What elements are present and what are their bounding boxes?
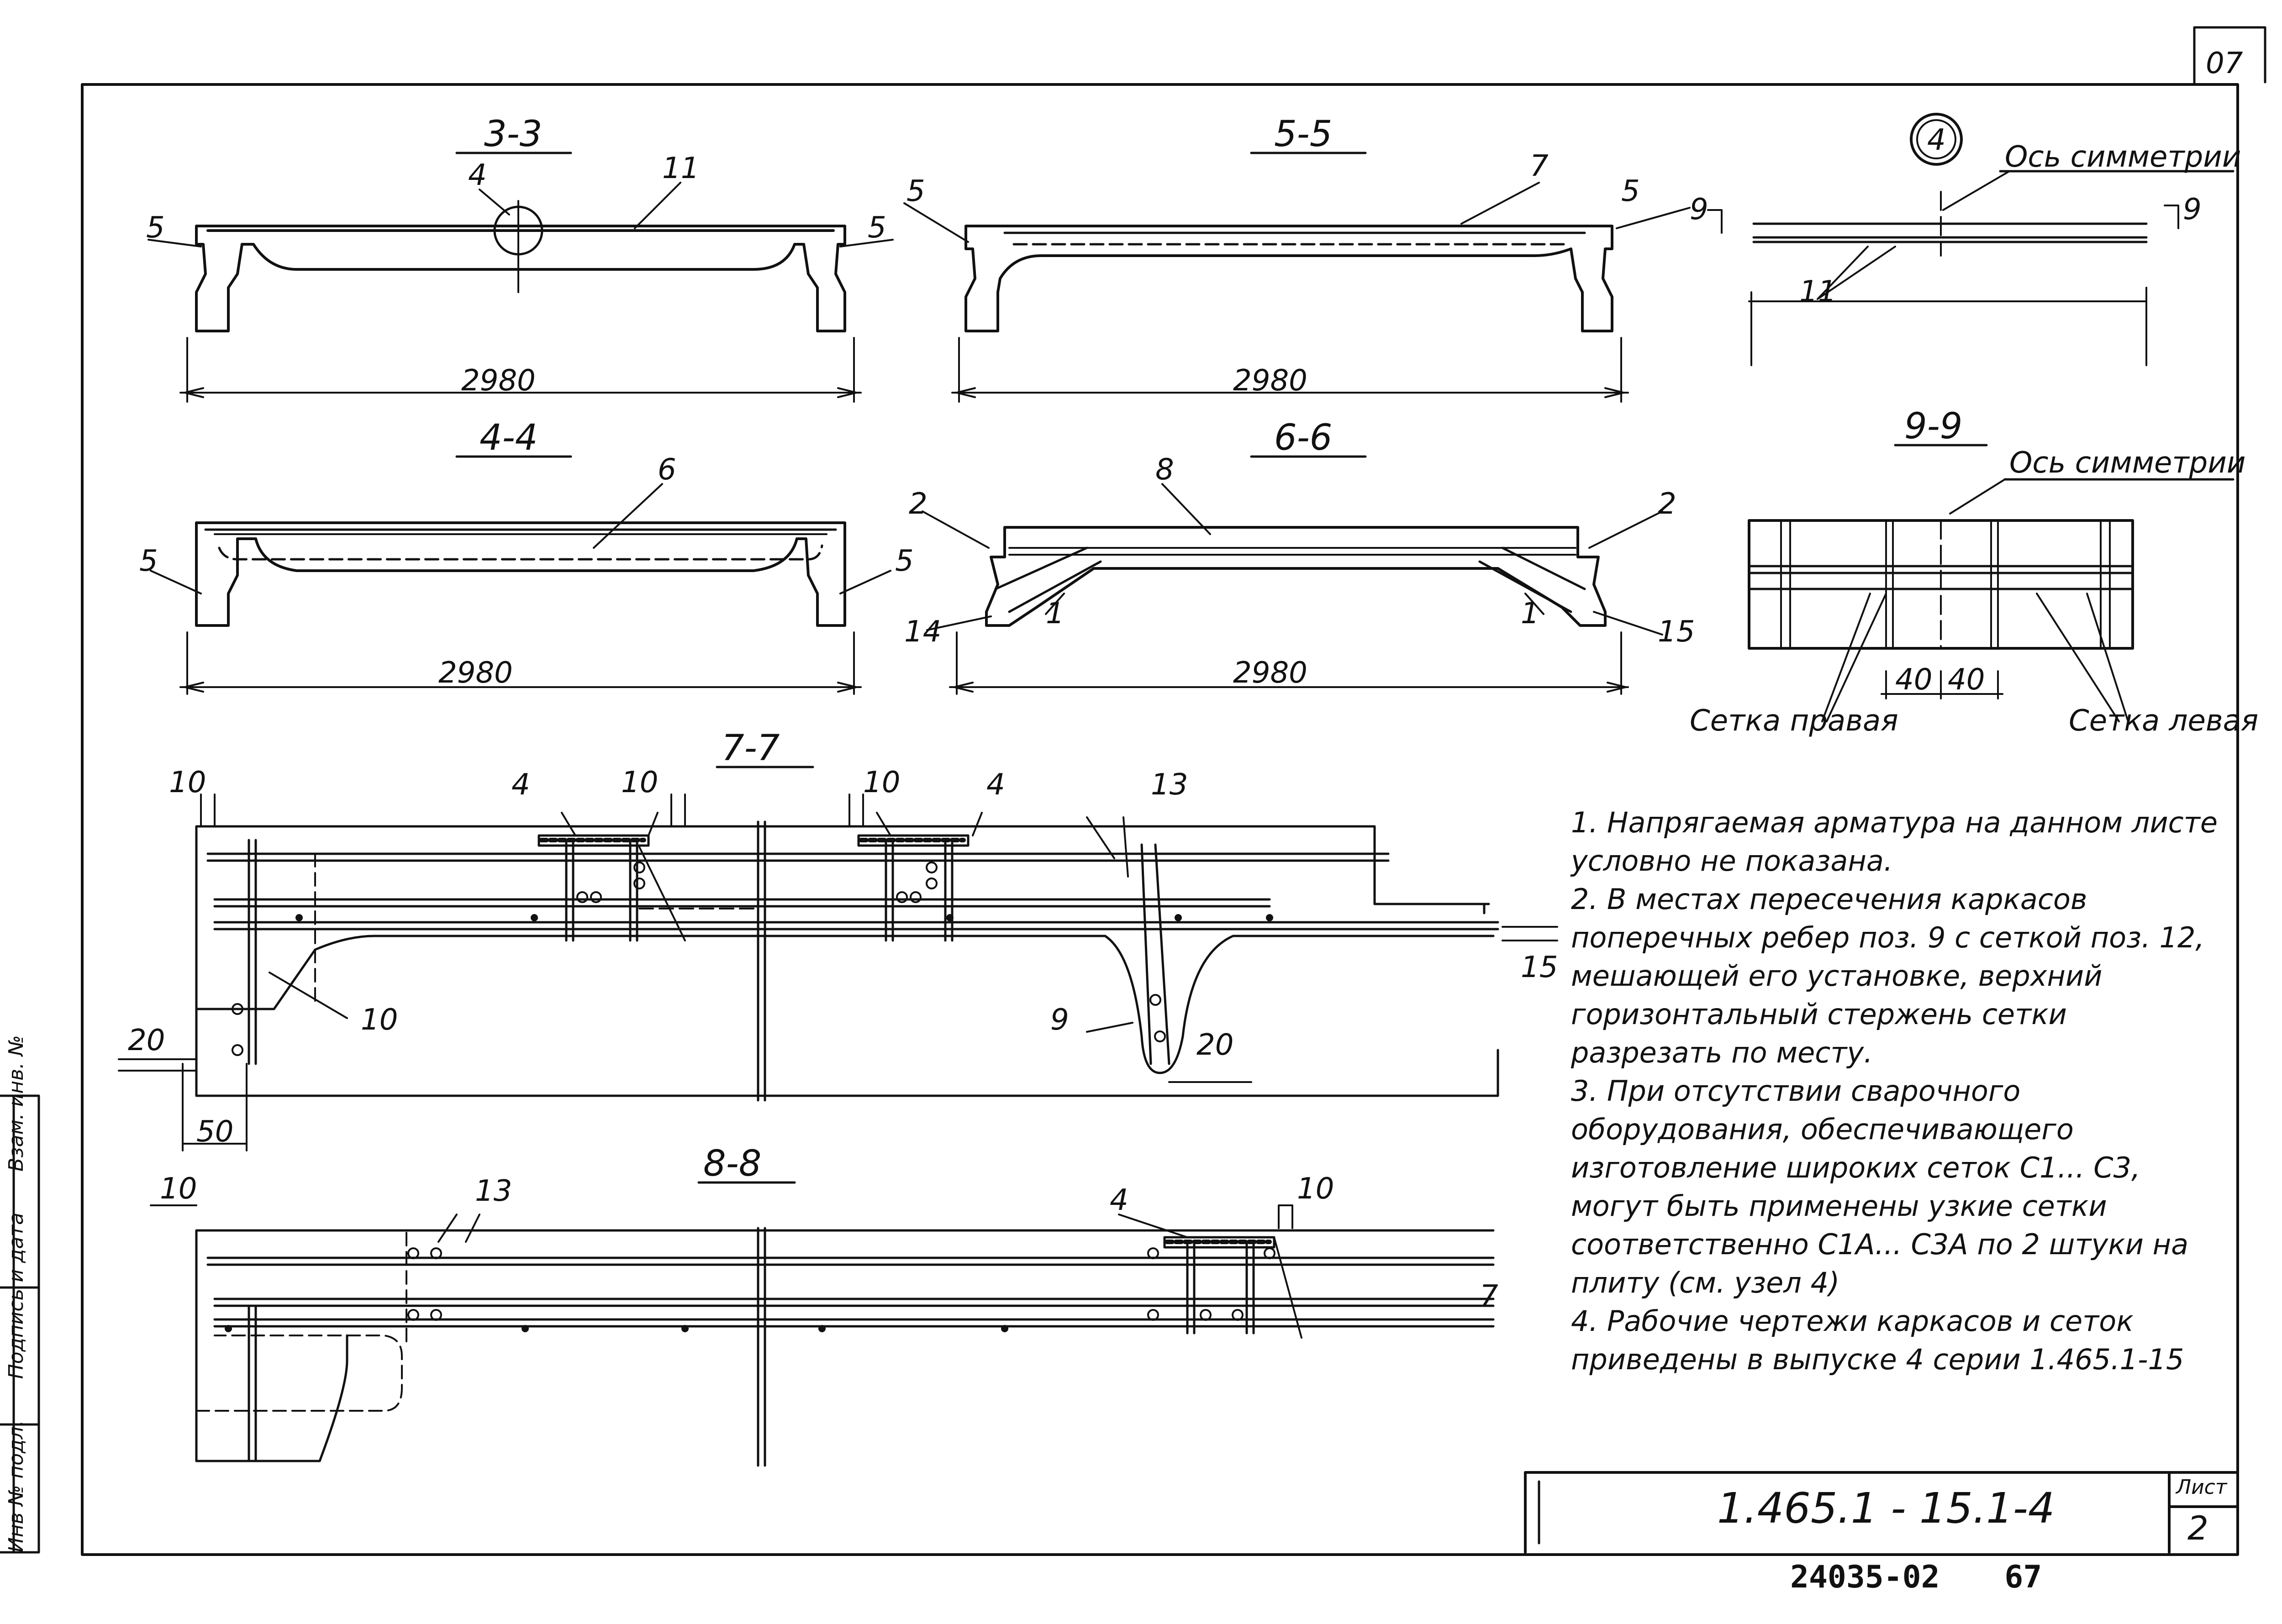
note-1-cont: условно не показана. bbox=[1571, 844, 1893, 878]
section-9-9-drawing bbox=[1748, 444, 2235, 722]
section-3-3-drawing bbox=[148, 152, 894, 403]
general-notes: 1. Напрягаемая арматура на данном листе … bbox=[1571, 804, 2219, 1379]
section-7-7-callout-13: 13 bbox=[1151, 768, 1188, 802]
note-1: 1. Напрягаемая арматура на данном листе bbox=[1571, 806, 2218, 839]
section-8-8-drawing bbox=[150, 1181, 1495, 1467]
node-4-drawing bbox=[1707, 113, 2235, 366]
node-4-axis-label: Ось симметрии bbox=[2005, 140, 2241, 174]
side-stamp-replace: Взам. инв. № bbox=[5, 1035, 28, 1172]
section-4-4-dimension: 2980 bbox=[438, 656, 513, 690]
section-3-3-title: 3-3 bbox=[484, 114, 542, 155]
section-5-5-callout-left: 5 bbox=[906, 174, 925, 208]
corner-mark: 07 bbox=[2206, 47, 2243, 80]
section-7-7-dim-20-right: 20 bbox=[1196, 1028, 1233, 1062]
section-6-6-callout-1-left: 1 bbox=[1046, 597, 1065, 631]
section-8-8-title: 8-8 bbox=[703, 1143, 761, 1184]
node-4-number: 4 bbox=[1927, 123, 1946, 157]
section-3-3-dimension: 2980 bbox=[461, 364, 536, 398]
section-7-7-callout-4-a: 4 bbox=[511, 768, 530, 802]
section-3-3-callout-right: 5 bbox=[868, 211, 886, 245]
note-4: 4. Рабочие чертежи каркасов и сеток прив… bbox=[1571, 1304, 2184, 1376]
section-6-6-callout-8: 8 bbox=[1155, 453, 1174, 487]
section-5-5-callout-top: 7 bbox=[1530, 149, 1549, 183]
section-4-4-title: 4-4 bbox=[480, 417, 538, 458]
section-9-9-dim-right: 40 bbox=[1948, 663, 1985, 697]
section-7-7-callout-4-b: 4 bbox=[986, 768, 1005, 802]
section-7-7-drawing bbox=[118, 766, 1558, 1151]
side-stamp-inv: Инв № подл. bbox=[5, 1420, 28, 1552]
footer-page: 67 bbox=[2004, 1559, 2042, 1595]
section-9-9-axis-label: Ось симметрии bbox=[2009, 446, 2245, 480]
section-9-9-title: 9-9 bbox=[1904, 406, 1962, 447]
section-4-4-callout-top: 6 bbox=[658, 453, 676, 487]
section-7-7-dim-15: 15 bbox=[1521, 951, 1558, 984]
section-7-7-callout-10: 10 bbox=[361, 1003, 398, 1037]
note-3: 3. При отсутствии сварочного оборудовани… bbox=[1571, 1074, 2189, 1299]
section-5-5-drawing bbox=[903, 152, 1691, 403]
section-7-7-dim-10-c: 10 bbox=[863, 766, 900, 799]
section-6-6-title: 6-6 bbox=[1274, 417, 1332, 458]
section-3-3-callout-node: 4 bbox=[468, 158, 487, 192]
section-6-6-callout-2-right: 2 bbox=[1658, 487, 1676, 521]
section-3-3-callout-top: 11 bbox=[662, 152, 699, 185]
footer-order-number: 24035-02 bbox=[1790, 1559, 1940, 1595]
section-5-5-callout-right: 5 bbox=[1621, 174, 1640, 208]
section-5-5-dimension: 2980 bbox=[1233, 364, 1307, 398]
section-4-4-drawing bbox=[150, 455, 891, 695]
section-6-6-dimension: 2980 bbox=[1233, 656, 1307, 690]
side-stamp-sign: Подпись и дата bbox=[5, 1212, 28, 1379]
section-7-7-dim-10-a: 10 bbox=[169, 766, 206, 799]
section-8-8-dim-10-right: 10 bbox=[1297, 1172, 1334, 1206]
section-7-7-dim-50: 50 bbox=[196, 1115, 233, 1149]
section-5-5-title: 5-5 bbox=[1274, 114, 1332, 155]
sheet-frame bbox=[81, 83, 2239, 1556]
title-block-code: 1.465.1 - 15.1-4 bbox=[1717, 1484, 2055, 1533]
section-8-8-dim-10-left: 10 bbox=[160, 1172, 197, 1206]
section-7-7-title: 7-7 bbox=[722, 728, 780, 769]
section-6-6-drawing bbox=[922, 455, 1663, 695]
title-block-sheet-number: 2 bbox=[2187, 1509, 2208, 1547]
title-block-sheet-label: Лист bbox=[2176, 1476, 2227, 1499]
title-block bbox=[1524, 1471, 2239, 1554]
section-4-4-callout-right: 5 bbox=[895, 544, 914, 578]
section-7-7-dim-10-b: 10 bbox=[621, 766, 658, 799]
footer-order: 24035-02 67 bbox=[1790, 1559, 2042, 1595]
section-6-6-callout-14: 14 bbox=[904, 615, 941, 649]
mesh-left-label: Сетка левая bbox=[2069, 704, 2258, 738]
note-2: 2. В местах пересечения каркасов попереч… bbox=[1571, 883, 2205, 1069]
section-8-8-callout-4: 4 bbox=[1110, 1183, 1128, 1217]
section-6-6-callout-1-right: 1 bbox=[1521, 597, 1539, 631]
node-4-cut-right: 9 bbox=[2183, 193, 2202, 226]
side-stamp bbox=[0, 1094, 40, 1554]
section-8-8-callout-7: 7 bbox=[1480, 1279, 1498, 1313]
section-8-8-callout-13: 13 bbox=[475, 1174, 512, 1208]
side-stamp-labels: Инв № подл. Подпись и дата Взам. инв. № bbox=[5, 1035, 28, 1552]
section-9-9-dim-left: 40 bbox=[1895, 663, 1932, 697]
section-3-3-callout-left: 5 bbox=[146, 211, 165, 245]
section-7-7-callout-9: 9 bbox=[1050, 1003, 1069, 1037]
mesh-right-label: Сетка правая bbox=[1690, 704, 1898, 738]
node-4-cut-left: 9 bbox=[1690, 193, 1708, 226]
section-6-6-callout-2-left: 2 bbox=[909, 487, 928, 521]
node-4-callout: 11 bbox=[1799, 275, 1836, 309]
section-6-6-callout-15: 15 bbox=[1658, 615, 1695, 649]
section-4-4-callout-left: 5 bbox=[139, 544, 158, 578]
section-7-7-dim-20-left: 20 bbox=[128, 1024, 165, 1057]
